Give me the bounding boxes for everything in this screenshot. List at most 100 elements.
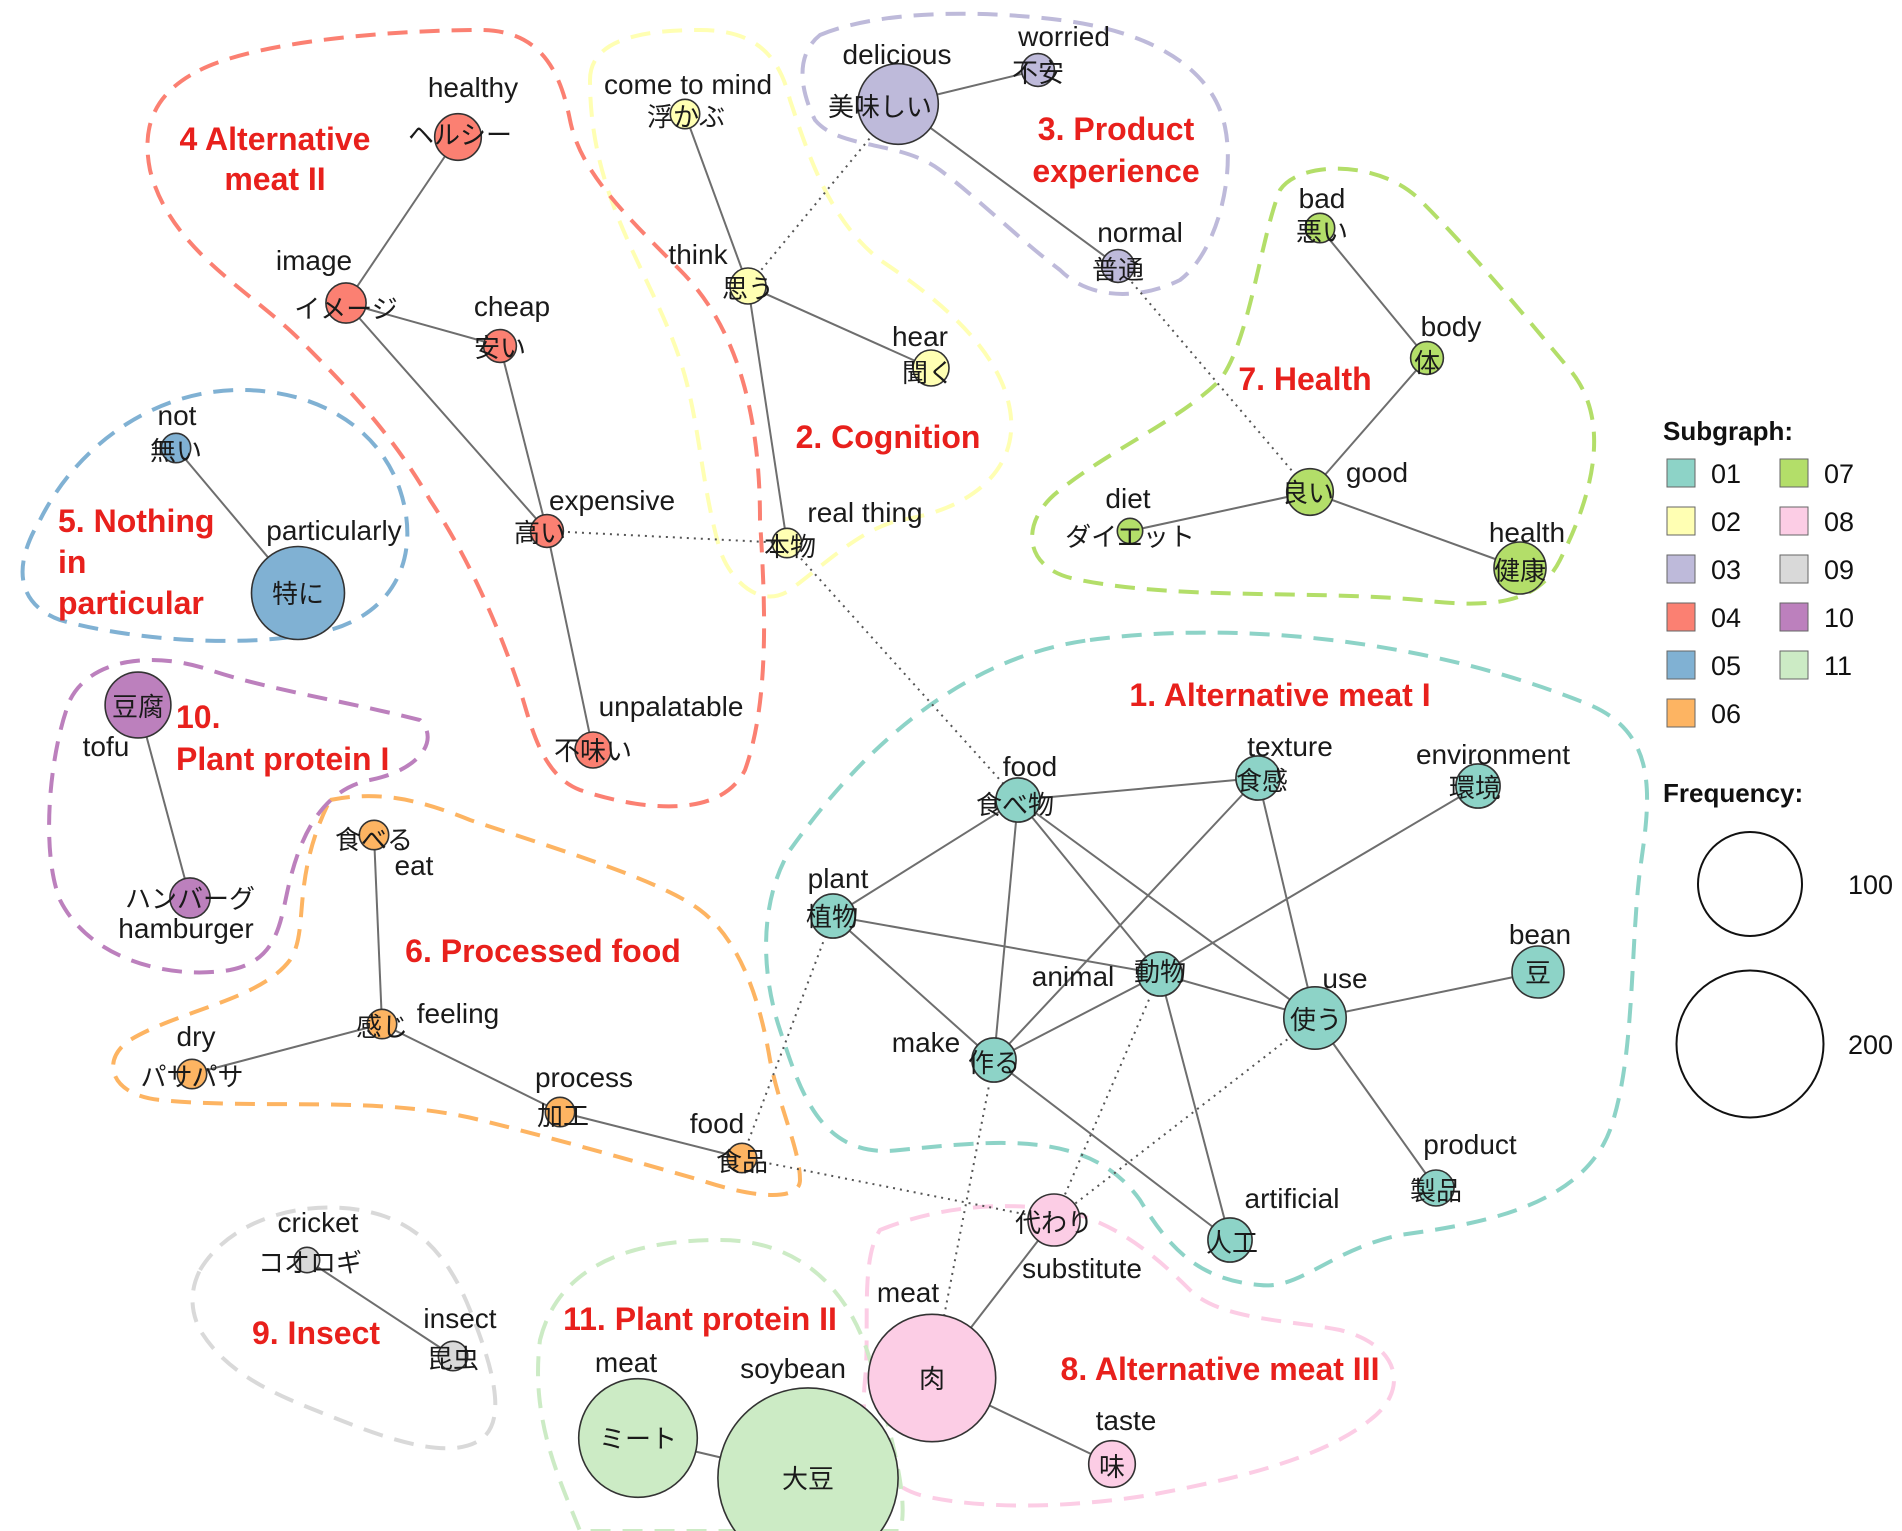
node-label-jp: 環境 (1449, 774, 1501, 804)
node-label-jp: 良い (1282, 479, 1334, 509)
node-label-en: animal (1032, 961, 1114, 992)
legend-item-05: 05 (1666, 650, 1741, 681)
node-label-en: image (276, 245, 352, 276)
node-label-en: process (535, 1062, 633, 1093)
node-label-jp: 高い (514, 519, 566, 549)
legend-item-02: 02 (1666, 506, 1741, 537)
node-circle (250, 545, 346, 641)
node-label-en: food (1003, 751, 1058, 782)
node-label-jp: イメージ (294, 295, 397, 325)
node-label-en: body (1421, 311, 1482, 342)
edge (897, 103, 1119, 267)
legend-item-label: 10 (1824, 603, 1854, 633)
subgraph-label-g9: 9. Insect (252, 1315, 380, 1351)
node-label-jp: 無い (150, 437, 202, 467)
weak-edge (1053, 973, 1161, 1221)
node-label-en: use (1322, 963, 1367, 994)
edge (1017, 799, 1316, 1019)
subgraph-label-g2: 2. Cognition (796, 419, 981, 455)
legend-subgraph-title: Subgraph: (1663, 416, 1793, 446)
node-label-en: make (892, 1027, 960, 1058)
legend-item-label: 01 (1711, 459, 1741, 489)
node-circle (1207, 1217, 1253, 1263)
node-circle (433, 112, 483, 162)
node-label-jp: 普通 (1092, 256, 1144, 286)
node-label-en: think (668, 239, 728, 270)
node-label-en: taste (1096, 1405, 1157, 1436)
subgraph-boundary-02 (587, 27, 1014, 599)
node-label-jp: 浮かぶ (647, 103, 725, 133)
node-circle (1027, 1193, 1081, 1247)
node-label-jp: 不味い (554, 737, 632, 767)
node-circle (482, 328, 518, 364)
subgraph-label-g5c: particular (58, 585, 204, 621)
node-label-jp: 動物 (1134, 958, 1186, 988)
node-oishii: 美味しい delicious (828, 39, 952, 146)
node-label-en: soybean (740, 1353, 846, 1384)
node-label-jp: 悪い (1296, 218, 1348, 248)
legend-item-10: 10 (1779, 602, 1854, 633)
edge (1017, 799, 1161, 975)
legend: Subgraph:0102030405060708091011Frequency… (1663, 416, 1893, 1119)
legend-item-07: 07 (1779, 458, 1854, 489)
node-circle (867, 1313, 997, 1443)
subgraph-boundary-04 (145, 27, 767, 809)
node-label-en: feeling (417, 998, 500, 1029)
node-label-jp: 健康 (1494, 557, 1546, 587)
node-circle (1493, 541, 1547, 595)
node-label-en: tofu (83, 731, 130, 762)
node-warui: 悪い bad (1296, 183, 1348, 248)
edge (993, 799, 1019, 1061)
node-label-jp: 加工 (537, 1102, 589, 1132)
edge (345, 302, 548, 532)
edge (747, 285, 932, 369)
legend-size-100: 100 (1697, 831, 1893, 937)
subgraph-boundary-11 (536, 1237, 905, 1531)
legend-item-label: 03 (1711, 555, 1741, 585)
legend-swatch (1666, 554, 1696, 584)
edge (832, 799, 1019, 917)
node-label-jp: 豆 (1525, 959, 1551, 989)
node-kawari: 代わり substitute (1015, 1193, 1142, 1284)
node-label-en: environment (1416, 739, 1570, 770)
subgraph-label-g4b: meat II (224, 161, 325, 197)
edge (546, 530, 594, 751)
node-circle (1100, 248, 1136, 284)
node-label-en: health (1489, 517, 1565, 548)
node-label-en: bad (1299, 183, 1346, 214)
node-label-jp: 大豆 (782, 1465, 834, 1495)
node-circle (1285, 467, 1335, 517)
subgraph-label-g5b: in (58, 544, 86, 580)
node-label-jp: 代わり (1015, 1209, 1093, 1239)
node-label-en: delicious (843, 39, 952, 70)
legend-size-circle (1675, 969, 1825, 1119)
node-label-jp: 感じ (356, 1013, 408, 1043)
node-label-jp: 植物 (806, 903, 858, 933)
legend-item-09: 09 (1779, 554, 1854, 585)
node-circle (529, 513, 565, 549)
node-circle (358, 819, 390, 851)
node-label-en: worried (1017, 21, 1110, 52)
node-label-en: particularly (266, 515, 401, 546)
node-label-en: product (1423, 1129, 1517, 1160)
node-circle (1137, 951, 1183, 997)
legend-swatch (1666, 458, 1696, 488)
node-circle (293, 1246, 321, 1274)
legend-swatch (1779, 506, 1809, 536)
node-mame: 豆 bean (1509, 919, 1571, 999)
node-label-en: substitute (1022, 1253, 1142, 1284)
edge (1309, 491, 1521, 569)
node-label-jp: 美味しい (828, 93, 932, 123)
node-label-jp: 不安 (1012, 59, 1064, 89)
node-label-en: bean (1509, 919, 1571, 950)
edge (832, 915, 1161, 975)
